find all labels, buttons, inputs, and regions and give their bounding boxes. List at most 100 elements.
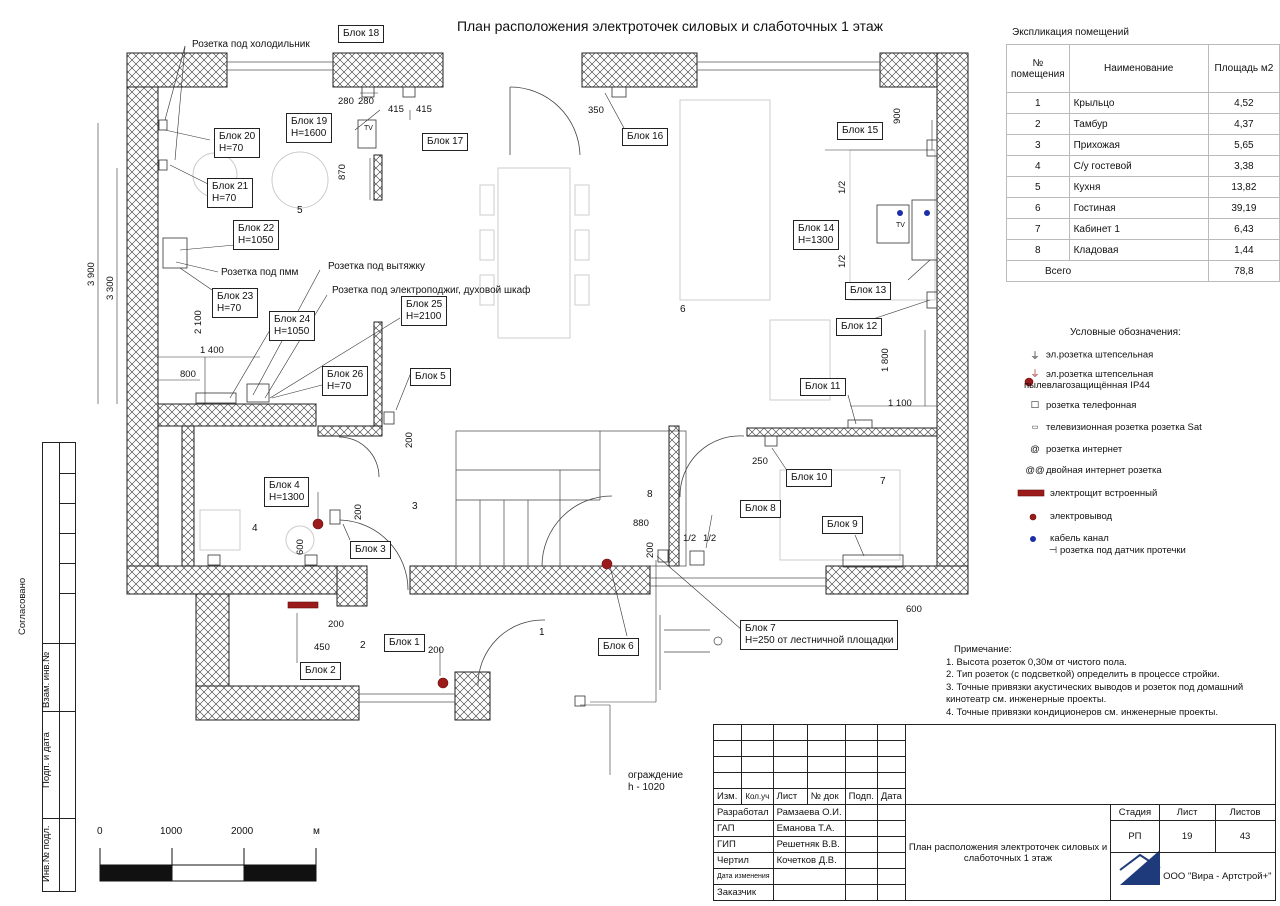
scale-label: 0 — [97, 826, 103, 837]
block-11: Блок 11 — [800, 378, 846, 396]
stamp-drawing-title: План расположения электроточек силовых и… — [904, 804, 1112, 901]
stamp-sheets: 43 — [1214, 820, 1276, 853]
stamp-person: Решетняк В.В. — [772, 836, 846, 853]
scale-unit: м — [313, 826, 320, 837]
cell: Кладовая — [1068, 239, 1209, 261]
block-24: Блок 24 H=1050 — [269, 311, 316, 341]
dim-450: 450 — [314, 642, 330, 653]
tv-label: TV — [364, 125, 373, 132]
side-stamp — [42, 442, 76, 892]
sidebar-replace: Взам. инв.№ — [41, 651, 52, 708]
room-number-2: 2 — [360, 640, 366, 651]
dim-200: 200 — [353, 504, 364, 520]
stamp-col-header: Лист — [772, 788, 808, 805]
dim-200: 200 — [328, 619, 344, 630]
block-2: Блок 2 — [300, 662, 341, 680]
legend-label: эл.розетка штепсельная пылевлагозащищённ… — [1024, 369, 1154, 392]
legend-item: ⏚эл.розетка штепсельная пылевлагозащищён… — [1024, 369, 1153, 391]
stamp-role: Разработал — [713, 804, 774, 821]
stamp-role: ГАП — [713, 820, 774, 837]
cell: 6,43 — [1207, 218, 1280, 240]
stamp-person: Кочетков Д.В. — [772, 852, 846, 869]
legend-item: ▭телевизионная розетка розетка Sat — [1024, 422, 1202, 433]
block-26: Блок 26 H=70 — [322, 366, 369, 396]
dim-800: 800 — [180, 369, 196, 380]
annotation-hood: Розетка под вытяжку — [328, 261, 425, 272]
block-4: Блок 4 H=1300 — [264, 477, 310, 507]
stamp-stage: РП — [1110, 820, 1160, 853]
cell: 4,52 — [1207, 92, 1280, 114]
dim-280: 280 — [338, 96, 354, 107]
legend-item: электровывод — [1050, 511, 1112, 522]
cell: 1,44 — [1207, 239, 1280, 261]
cell: 5 — [1006, 176, 1070, 198]
stamp-stage-label: Стадия — [1110, 804, 1160, 821]
room-number-4: 4 — [252, 523, 258, 534]
dim-3300: 3 300 — [105, 276, 116, 300]
legend-label: розетка телефонная — [1046, 400, 1137, 412]
cell: Всего — [1006, 260, 1209, 282]
annotation-fridge: Розетка под холодильник — [192, 39, 310, 50]
explication-header: № помещения — [1006, 44, 1070, 93]
block-19: Блок 19 H=1600 — [286, 113, 333, 143]
block-17: Блок 17 — [422, 133, 469, 151]
room-number-8: 8 — [647, 489, 653, 500]
dim-half: 1/2 — [837, 254, 848, 268]
block-20: Блок 20 H=70 — [214, 128, 261, 158]
stamp-sheets-label: Листов — [1214, 804, 1276, 821]
legend-item: ⊣розетка под датчик протечки — [1046, 545, 1186, 556]
explication-header: Наименование — [1068, 44, 1209, 93]
block-14: Блок 14 H=1300 — [793, 220, 840, 250]
stamp-role: Дата изменения — [713, 868, 774, 885]
cell: 39,19 — [1207, 197, 1280, 219]
block-10: Блок 10 — [786, 469, 833, 487]
room-number-7: 7 — [880, 476, 886, 487]
stamp-role: ГИП — [713, 836, 774, 853]
cell: 6 — [1006, 197, 1070, 219]
legend-label: розетка под датчик протечки — [1060, 545, 1186, 557]
block-1: Блок 1 — [384, 634, 425, 652]
socket-icon: ⏚ — [1030, 351, 1040, 362]
cell: Кухня — [1068, 176, 1209, 198]
dim-1400: 1 400 — [200, 345, 224, 356]
legend-label: электровывод — [1050, 511, 1113, 522]
stamp-sheet-label: Лист — [1158, 804, 1216, 821]
legend-item: ⏚эл.розетка штепсельная — [1024, 348, 1153, 362]
dim-1100: 1 100 — [888, 398, 912, 409]
dim-870: 870 — [337, 164, 348, 180]
room-number-5: 5 — [297, 205, 303, 216]
block-13: Блок 13 — [845, 282, 892, 300]
legend-label: розетка интернет — [1046, 444, 1123, 456]
room-number-3: 3 — [412, 501, 418, 512]
cell: Тамбур — [1068, 113, 1209, 135]
legend-label: электрощит встроенный — [1050, 488, 1158, 499]
block-7: Блок 7 H=250 от лестничной площадки — [740, 620, 899, 650]
title-block: Изм. Кол.уч Лист № док Подп. Дата Разраб… — [712, 724, 1276, 901]
block-5: Блок 5 — [410, 368, 451, 386]
cell: 4,37 — [1207, 113, 1280, 135]
dim-350: 350 — [588, 105, 604, 116]
note-line: 1. Высота розеток 0,30м от чистого пола. — [946, 656, 1127, 668]
outer-walls — [126, 52, 969, 721]
cell: 5,65 — [1207, 134, 1280, 156]
dim-2100: 2 100 — [193, 310, 204, 334]
sidebar-sign: Подп. и дата — [41, 732, 52, 788]
sidebar-inv: Инв.№ подл. — [41, 825, 52, 882]
tv-label: TV — [896, 222, 905, 229]
legend-item: кабель канал — [1050, 533, 1109, 544]
block-9: Блок 9 — [822, 516, 863, 534]
scale-label: 2000 — [231, 826, 254, 837]
cell: Кабинет 1 — [1068, 218, 1209, 240]
dim-250: 250 — [752, 456, 768, 467]
drawing-title: План расположения электроточек силовых и… — [456, 18, 884, 34]
